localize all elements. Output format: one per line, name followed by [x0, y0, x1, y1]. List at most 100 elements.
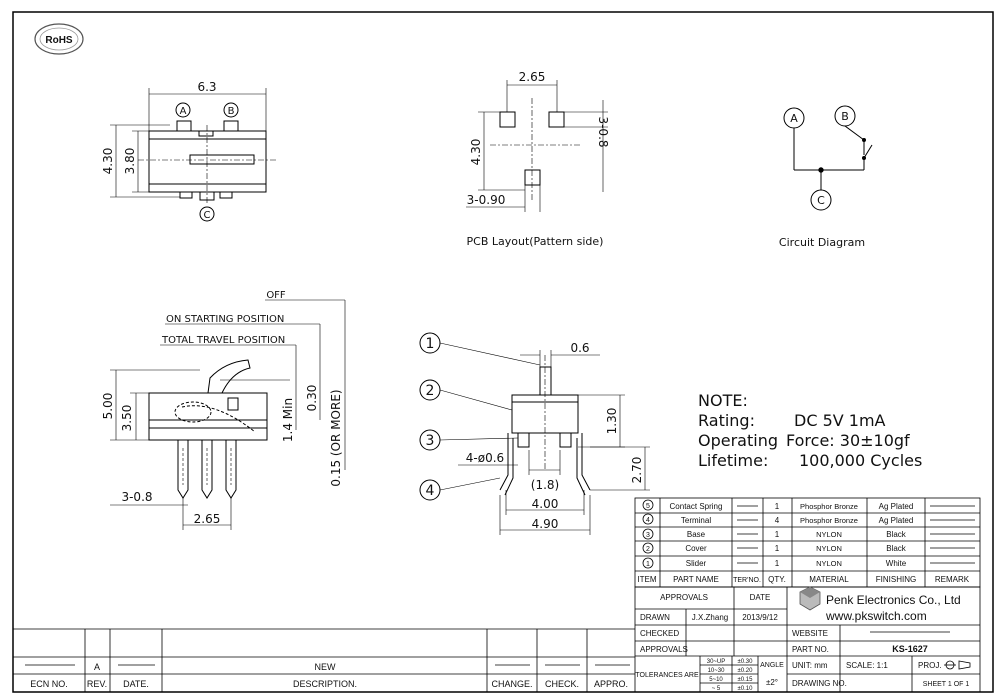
tb-tol-range: 30~UP — [707, 659, 726, 665]
tb-tolerances: TOLERANCES ARE — [635, 672, 699, 679]
side-dim-5-00: 5.00 — [101, 393, 115, 420]
rev-header: REV. — [87, 679, 107, 689]
bom-material: NYLON — [816, 530, 842, 539]
pcb-dim-height: 4.30 — [469, 139, 483, 166]
side-total-travel-label: TOTAL TRAVEL POSITION — [161, 335, 285, 346]
bom-qty: 1 — [775, 559, 780, 568]
bom-material: Phosphor Bronze — [800, 516, 858, 525]
front-dim-4phi: 4-ø0.6 — [466, 451, 504, 465]
tb-angle-val: ±2° — [766, 678, 778, 687]
bom-part: Slider — [686, 559, 707, 568]
bom-item: 3 — [646, 532, 650, 539]
pcb-dim-pitch: 2.65 — [519, 70, 546, 84]
bom-material: Phosphor Bronze — [800, 502, 858, 511]
note-value-3: 100,000 Cycles — [799, 451, 922, 470]
circuit-node-a: A — [790, 112, 798, 125]
top-pin-b: B — [228, 106, 235, 117]
rohs-text: RoHS — [45, 35, 73, 46]
bom-material: NYLON — [816, 544, 842, 553]
bom-header: TER'NO. — [733, 577, 761, 584]
bom-part: Terminal — [681, 516, 711, 525]
top-pin-c: C — [204, 210, 211, 221]
bom-header: MATERIAL — [809, 575, 849, 584]
front-dim-2-70: 2.70 — [630, 457, 644, 484]
circuit-title: Circuit Diagram — [779, 236, 865, 249]
tb-drawn-by: J.X.Zhang — [692, 613, 728, 622]
bom-header: FINISHING — [876, 575, 916, 584]
bom-finish: White — [886, 559, 907, 568]
note-label-1: Rating: — [698, 411, 755, 430]
tb-tol-value: ±0.10 — [738, 686, 754, 692]
front-dim-4-00: 4.00 — [532, 497, 559, 511]
bom-qty: 4 — [775, 516, 780, 525]
bom-text: 5 Contact Spring 1 Phosphor Bronze Ag Pl… — [637, 502, 969, 584]
tb-tol-range: 10~30 — [708, 668, 726, 674]
top-dim-width: 6.3 — [197, 80, 216, 94]
bom-table — [634, 497, 981, 588]
bom-header: ITEM — [637, 575, 656, 584]
tb-drawn: DRAWN — [640, 613, 670, 622]
rev-letter: A — [94, 662, 100, 672]
tb-tol-value: ±0.30 — [738, 659, 754, 665]
rohs-logo: RoHS — [34, 23, 84, 55]
bom-part: Cover — [685, 544, 707, 553]
callout-4: 4 — [426, 483, 435, 499]
bom-qty: 1 — [775, 530, 780, 539]
tb-drawing-no: DRAWING NO. — [792, 679, 847, 688]
tb-unit: UNIT: mm — [792, 661, 828, 670]
tb-proj: PROJ. — [918, 661, 942, 670]
front-dim-4-90: 4.90 — [532, 517, 559, 531]
note-block: NOTE: Rating: DC 5V 1mA Operating Force:… — [698, 391, 922, 470]
note-label-3: Lifetime: — [698, 451, 768, 470]
tb-date: DATE — [750, 593, 771, 602]
pcb-dim-pad: 3-0.8 — [596, 116, 610, 147]
callout-2: 2 — [426, 383, 435, 399]
bom-finish: Ag Plated — [879, 502, 914, 511]
front-dim-1-8: (1.8) — [531, 478, 559, 492]
rev-header: CHECK. — [545, 679, 579, 689]
top-pin-a: A — [180, 106, 187, 117]
bom-item: 4 — [646, 517, 650, 524]
rev-desc: NEW — [315, 662, 337, 672]
penk-logo — [799, 586, 821, 611]
pcb-dim-hole: 3-0.90 — [467, 193, 506, 207]
bom-item: 5 — [646, 503, 650, 510]
tb-drawn-date: 2013/9/12 — [742, 613, 778, 622]
bom-qty: 1 — [775, 544, 780, 553]
tb-tol-value: ±0.15 — [738, 677, 754, 683]
tb-company: Penk Electronics Co., Ltd — [826, 593, 961, 607]
bom-header: QTY. — [768, 575, 786, 584]
front-dim-1-30: 1.30 — [605, 408, 619, 435]
note-value-1: DC 5V 1mA — [794, 411, 886, 430]
bom-item: 1 — [646, 561, 650, 568]
pcb-layout-title: PCB Layout(Pattern side) — [467, 235, 604, 248]
front-dim-0-6: 0.6 — [570, 341, 589, 355]
sheet-border — [12, 11, 994, 693]
tb-tol-range: ~ 5 — [712, 686, 721, 692]
tb-scale: SCALE: 1:1 — [846, 661, 888, 670]
side-dim-2-65: 2.65 — [194, 512, 221, 526]
rev-header: CHANGE. — [491, 679, 532, 689]
tb-part-no-label: PART NO. — [792, 645, 829, 654]
front-view — [419, 332, 650, 535]
bom-header: REMARK — [935, 575, 970, 584]
bom-material: NYLON — [816, 559, 842, 568]
tb-checked: CHECKED — [640, 629, 679, 638]
tb-angle: ANGLE — [760, 662, 784, 669]
bom-finish: Black — [886, 544, 907, 553]
side-view — [110, 299, 346, 530]
callout-1: 1 — [426, 336, 435, 352]
circuit-node-c: C — [817, 194, 825, 207]
top-dim-height-inner: 3.80 — [123, 148, 137, 175]
top-view — [110, 88, 276, 222]
callout-3: 3 — [426, 433, 435, 449]
tb-url: www.pkswitch.com — [825, 609, 927, 623]
bom-part: Base — [687, 530, 706, 539]
side-on-start-label: ON STARTING POSITION — [166, 314, 284, 325]
rev-header: DATE. — [123, 679, 149, 689]
note-value-2: Force: 30±10gf — [786, 431, 910, 450]
side-dim-0-30: 0.30 — [305, 385, 319, 412]
side-dim-1-4: 1.4 Min — [281, 398, 295, 442]
